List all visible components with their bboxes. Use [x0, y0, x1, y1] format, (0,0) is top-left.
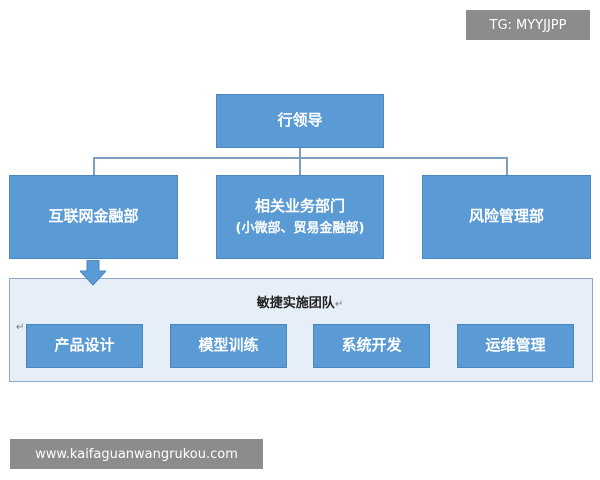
connector-top-stem [299, 148, 301, 158]
agile-team-title-text: 敏捷实施团队 [256, 296, 335, 311]
team-item-operations: 运维管理 [457, 324, 574, 368]
related-departments-box: 相关业务部门 (小微部、贸易金融部) [216, 175, 384, 259]
agile-team-title: 敏捷实施团队↵ [0, 292, 600, 311]
paragraph-mark-left: ↵ [16, 322, 25, 333]
connector-middle-drop [299, 157, 301, 175]
internet-finance-label: 互联网金融部 [48, 207, 139, 226]
team-item-system-development: 系统开发 [313, 324, 430, 368]
connector-left-drop [93, 157, 95, 175]
team-item-label: 系统开发 [341, 336, 402, 355]
watermark-top: TG: MYYJJPP [466, 10, 590, 40]
team-item-label: 产品设计 [54, 336, 115, 355]
internet-finance-box: 互联网金融部 [9, 175, 178, 259]
team-item-model-training: 模型训练 [170, 324, 287, 368]
down-arrow-icon [80, 260, 106, 286]
related-departments-label: 相关业务部门 [254, 197, 345, 216]
connector-right-drop [506, 157, 508, 175]
top-node-label: 行领导 [277, 111, 323, 130]
risk-management-box: 风险管理部 [422, 175, 591, 259]
team-item-label: 模型训练 [198, 336, 259, 355]
paragraph-mark-title: ↵ [334, 299, 344, 310]
risk-management-label: 风险管理部 [468, 207, 544, 226]
watermark-bottom: www.kaifaguanwangrukou.com [10, 439, 263, 469]
related-departments-sublabel: (小微部、贸易金融部) [235, 220, 365, 236]
team-item-label: 运维管理 [485, 336, 546, 355]
team-item-product-design: 产品设计 [26, 324, 143, 368]
top-node-box: 行领导 [216, 94, 384, 148]
